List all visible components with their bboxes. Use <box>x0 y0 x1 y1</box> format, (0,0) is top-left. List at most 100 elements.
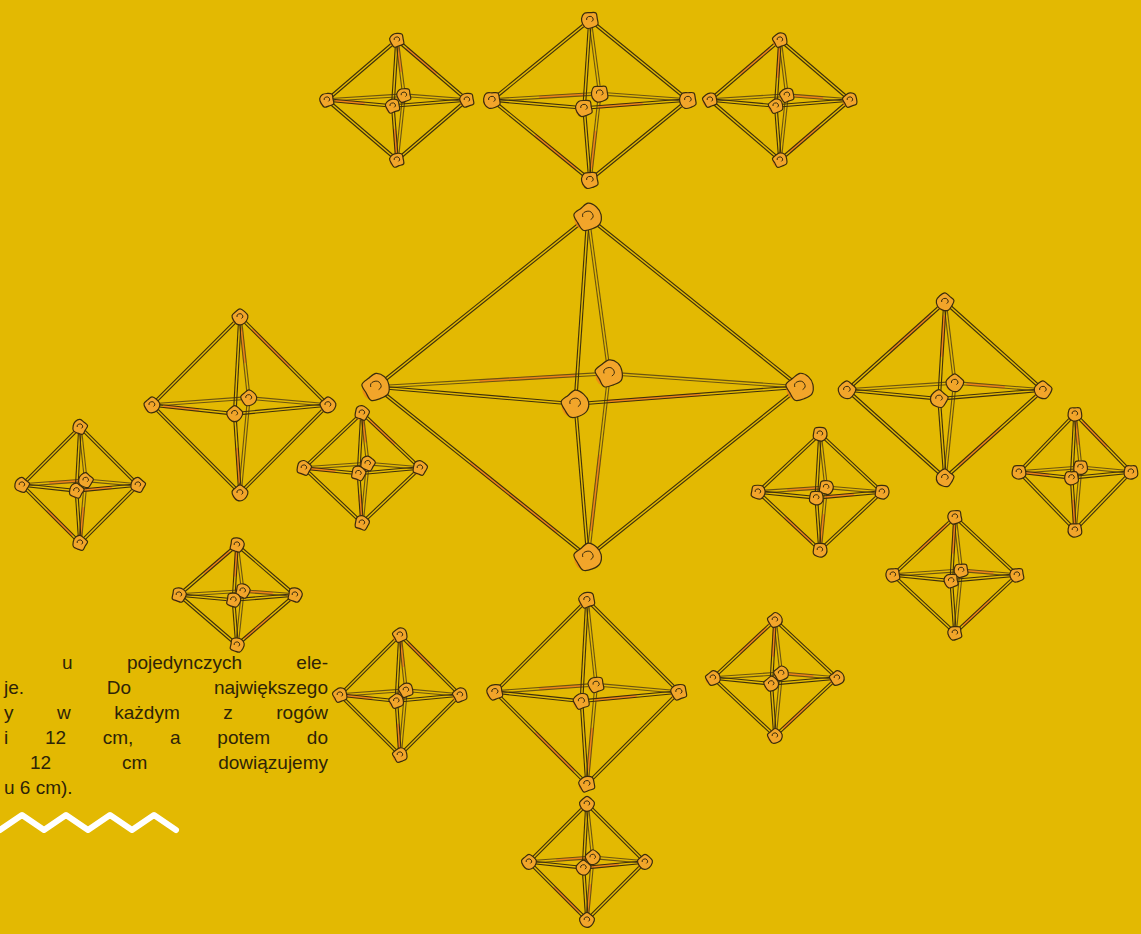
stick <box>241 316 329 404</box>
clay-curl <box>952 514 958 519</box>
clay-curl <box>951 379 958 384</box>
stick <box>939 391 1043 400</box>
stick <box>491 19 589 99</box>
stick <box>574 217 587 404</box>
stick <box>304 469 359 475</box>
octahedron <box>1012 408 1138 537</box>
clay-ball <box>931 390 949 408</box>
clay-ball <box>767 728 782 743</box>
stick-highlight <box>409 644 433 668</box>
clay-ball <box>232 309 248 325</box>
stick <box>235 406 328 415</box>
stick <box>779 99 849 159</box>
clay-curl <box>583 211 593 219</box>
stick <box>1018 413 1074 471</box>
body-text: y w każdym z rogów <box>4 702 328 724</box>
stick <box>375 388 587 558</box>
clay-ball <box>1012 466 1026 479</box>
clay-curl <box>584 801 590 806</box>
stick <box>589 217 610 373</box>
clay-ball <box>768 99 783 114</box>
stick <box>179 594 234 599</box>
clay-ball <box>813 543 827 557</box>
stick <box>894 518 956 576</box>
stick <box>847 391 939 400</box>
stick-highlight <box>536 733 573 770</box>
clay-ball <box>320 93 334 107</box>
clay-ball <box>320 397 336 413</box>
clay-ball <box>460 93 474 107</box>
clay-curl <box>952 630 958 635</box>
clay-curl <box>365 460 371 465</box>
clay-curl <box>583 551 593 559</box>
clay-ball <box>705 671 720 686</box>
clay-curl <box>795 381 805 389</box>
clay-ball <box>767 613 782 628</box>
clay-curl <box>240 588 246 593</box>
clay-curl <box>879 489 885 494</box>
clay-curl <box>231 597 237 602</box>
stick <box>587 218 799 388</box>
clay-curl <box>492 689 498 694</box>
stick <box>781 101 851 161</box>
stick <box>81 486 139 544</box>
stick <box>848 303 946 391</box>
clay-curl <box>77 424 83 429</box>
stick-highlight <box>1083 423 1105 446</box>
body-text: u pojedynczych ele- <box>62 652 328 674</box>
stick <box>712 619 774 677</box>
stick <box>495 693 581 702</box>
clay-ball <box>390 153 404 167</box>
stick <box>600 95 688 101</box>
stick <box>591 101 689 181</box>
clay-ball <box>362 373 389 400</box>
clay-curl <box>847 97 853 102</box>
stick <box>944 303 1042 391</box>
stick <box>1020 415 1076 473</box>
clay-curl <box>77 540 83 545</box>
clay-curl <box>604 368 614 376</box>
clay-ball <box>227 593 241 607</box>
stick <box>815 434 819 498</box>
clay-curl <box>232 410 238 415</box>
stick-highlight <box>960 430 999 465</box>
stick <box>893 574 951 580</box>
clay-ball <box>227 406 243 422</box>
clay-ball <box>352 466 366 481</box>
clay-curl <box>403 687 409 692</box>
stick <box>583 600 589 701</box>
clay-curl <box>777 157 783 162</box>
octahedron <box>886 511 1024 641</box>
clay-curl <box>1069 475 1075 480</box>
stick <box>574 404 587 557</box>
clay-curl <box>784 92 790 97</box>
clay-curl <box>778 670 784 675</box>
stick <box>758 491 816 497</box>
clay-ball <box>588 677 604 692</box>
clay-ball <box>574 543 601 570</box>
stick <box>580 600 586 701</box>
stick <box>236 594 294 644</box>
clay-curl <box>772 733 778 738</box>
clay-curl <box>234 642 240 647</box>
stick <box>376 372 609 386</box>
clay-curl <box>324 97 330 102</box>
zigzag-ornament <box>0 815 176 830</box>
stick <box>846 391 944 479</box>
stick <box>23 428 81 486</box>
stick <box>818 498 822 550</box>
stick <box>846 301 944 389</box>
octahedron <box>144 309 336 501</box>
clay-ball <box>230 538 244 552</box>
stick <box>493 21 591 101</box>
stick-highlight <box>784 704 809 727</box>
stick <box>376 388 575 405</box>
clay-ball <box>484 92 501 108</box>
stick <box>491 101 589 181</box>
clay-ball <box>69 483 84 498</box>
clay-ball <box>1034 381 1052 399</box>
stick <box>178 544 236 594</box>
stick <box>587 217 608 373</box>
stick <box>787 94 850 99</box>
stick <box>233 317 238 414</box>
